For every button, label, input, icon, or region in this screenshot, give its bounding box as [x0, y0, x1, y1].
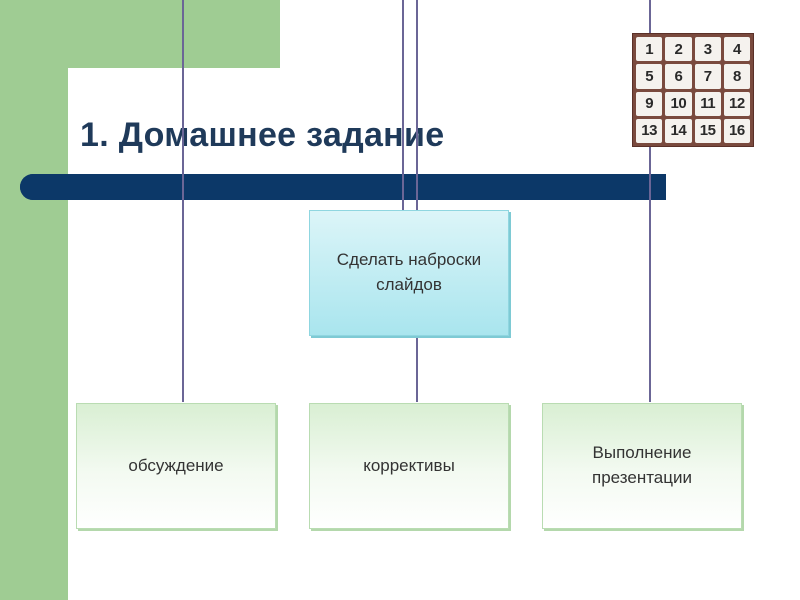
top-task-label: Сделать наброски слайдов — [336, 250, 482, 294]
puzzle-tile: 4 — [723, 37, 750, 62]
bottom-box-label: обсуждение — [128, 455, 224, 475]
puzzle-tile: 7 — [694, 64, 721, 89]
slide-title: 1. Домашнее задание — [80, 116, 445, 154]
green-top-band — [0, 0, 280, 68]
puzzle-tile: 2 — [665, 37, 692, 62]
puzzle-tile: 15 — [694, 118, 721, 143]
bottom-box-presentation: Выполнение презентации — [542, 403, 742, 529]
green-side-band — [0, 0, 68, 600]
puzzle-tile: 9 — [636, 91, 663, 116]
bottom-box-label: Выполнение презентации — [592, 443, 692, 487]
puzzle-tile: 11 — [694, 91, 721, 116]
puzzle-tile: 1 — [636, 37, 663, 62]
bottom-box-corrections: коррективы — [309, 403, 509, 529]
puzzle-tile: 13 — [636, 118, 663, 143]
bottom-box-label: коррективы — [363, 455, 455, 475]
bottom-box-discussion: обсуждение — [76, 403, 276, 529]
puzzle-tile: 5 — [636, 64, 663, 89]
fifteen-puzzle-image: 1 2 3 4 5 6 7 8 9 10 11 12 13 14 15 16 — [632, 33, 754, 147]
puzzle-tile: 14 — [665, 118, 692, 143]
puzzle-tile: 8 — [723, 64, 750, 89]
puzzle-tile: 16 — [723, 118, 750, 143]
puzzle-tile: 10 — [665, 91, 692, 116]
puzzle-tile: 6 — [665, 64, 692, 89]
title-underline-bar — [20, 174, 666, 200]
puzzle-tile: 3 — [694, 37, 721, 62]
top-task-box: Сделать наброски слайдов — [309, 210, 509, 336]
puzzle-tile: 12 — [723, 91, 750, 116]
